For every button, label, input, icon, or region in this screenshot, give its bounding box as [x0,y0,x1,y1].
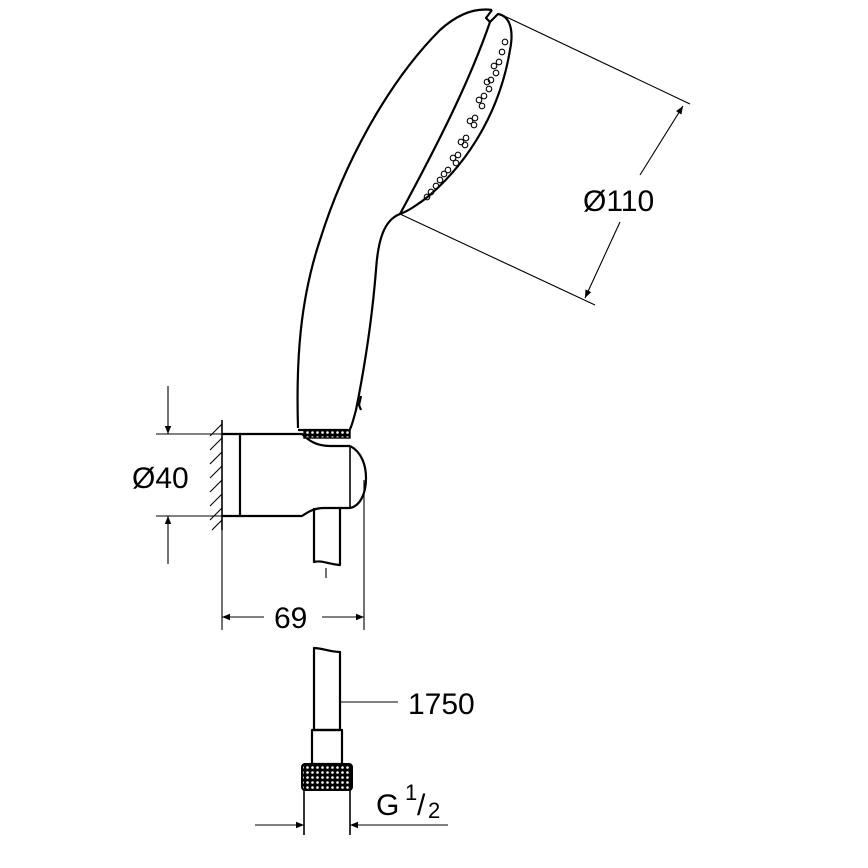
head-diameter-value: 110 [606,185,654,218]
dimension-holder-diameter: Ø40 [132,386,240,564]
spray-nozzles [423,38,509,201]
svg-text:Ø110: Ø110 [583,185,654,218]
hand-shower [296,8,513,435]
wall-hatch [209,423,223,531]
thread-prefix: G [376,789,399,822]
projection-value: 69 [274,602,307,635]
diameter-symbol: Ø [132,462,155,495]
wall-holder [209,420,368,578]
dimension-hose-length: 1750 [340,688,475,721]
dimension-thread: G 1 / 2 [255,780,448,829]
holder-diameter-value: 40 [155,462,188,495]
hose-length-value: 1750 [408,688,475,721]
dimension-projection: 69 [221,480,365,635]
svg-text:Ø40: Ø40 [132,462,189,495]
dimension-head-diameter: Ø110 [399,13,691,306]
hose-connector [301,646,353,835]
thread-slash: / [417,789,426,822]
diameter-symbol: Ø [583,185,606,218]
thread-denominator: 2 [428,798,440,823]
thread-numerator: 1 [405,780,417,805]
